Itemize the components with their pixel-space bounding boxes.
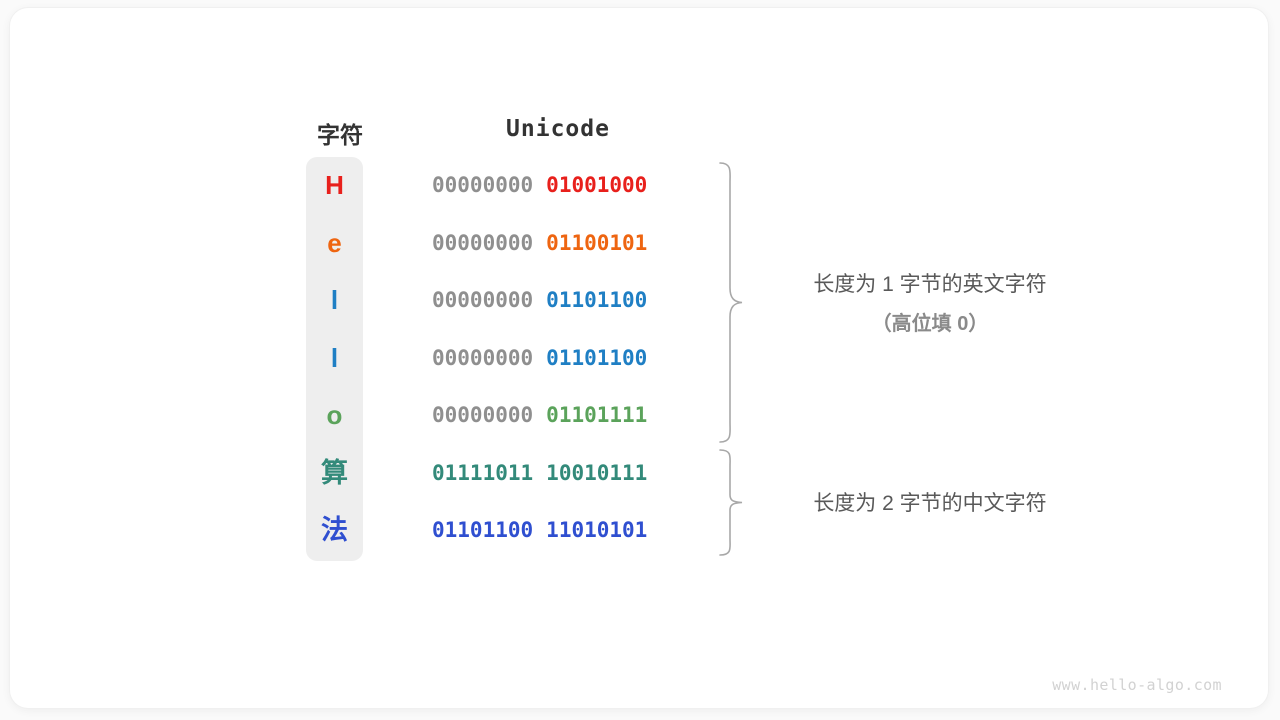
brace-one-byte-group <box>719 162 743 443</box>
binary-low-byte: 01101111 <box>546 403 648 427</box>
binary-row: 00000000 01101100 <box>432 330 684 387</box>
character-cell: e <box>327 227 342 258</box>
column-header-character: 字符 <box>317 122 363 148</box>
binary-low-byte: 10010111 <box>546 460 648 485</box>
annotation-two-byte-main: 长度为 2 字节的中文字符 <box>813 492 1047 515</box>
binary-high-byte: 01111011 <box>432 460 534 485</box>
annotation-one-byte-main: 长度为 1 字节的英文字符 <box>813 273 1047 296</box>
character-cell: l <box>330 342 339 373</box>
binary-high-byte: 00000000 <box>432 173 534 197</box>
binary-high-byte: 00000000 <box>432 403 534 427</box>
binary-low-byte: 11010101 <box>546 518 648 542</box>
binary-row: 00000000 01101111 <box>432 387 684 444</box>
binary-low-byte: 01101100 <box>546 345 648 370</box>
annotation-two-byte: 长度为 2 字节的中文字符 <box>760 487 1100 517</box>
binary-low-byte: 01100101 <box>546 230 648 255</box>
annotation-one-byte-sub: （高位填 0） <box>871 313 989 335</box>
watermark: www.hello-algo.com <box>1052 676 1222 694</box>
binary-high-byte: 01101100 <box>432 518 534 542</box>
binary-row: 00000000 01101100 <box>432 272 684 329</box>
character-cell: 法 <box>321 515 348 545</box>
character-column <box>306 157 363 561</box>
brace-two-byte-group <box>719 449 743 556</box>
column-header-unicode: Unicode <box>506 116 610 142</box>
annotation-one-byte: 长度为 1 字节的英文字符 （高位填 0） <box>760 268 1100 336</box>
binary-row: 00000000 01100101 <box>432 215 684 272</box>
binary-low-byte: 01001000 <box>546 173 648 197</box>
diagram-card <box>10 8 1268 708</box>
binary-row: 01111011 10010111 <box>432 445 684 502</box>
binary-high-byte: 00000000 <box>432 288 534 312</box>
character-cell: o <box>326 400 343 430</box>
binary-high-byte: 00000000 <box>432 345 534 370</box>
binary-row: 01101100 11010101 <box>432 502 684 559</box>
character-cell: H <box>325 170 344 200</box>
character-cell: 算 <box>321 457 348 488</box>
binary-high-byte: 00000000 <box>432 230 534 255</box>
binary-row: 00000000 01001000 <box>432 157 684 214</box>
character-cell: l <box>330 285 339 315</box>
binary-low-byte: 01101100 <box>546 288 648 312</box>
